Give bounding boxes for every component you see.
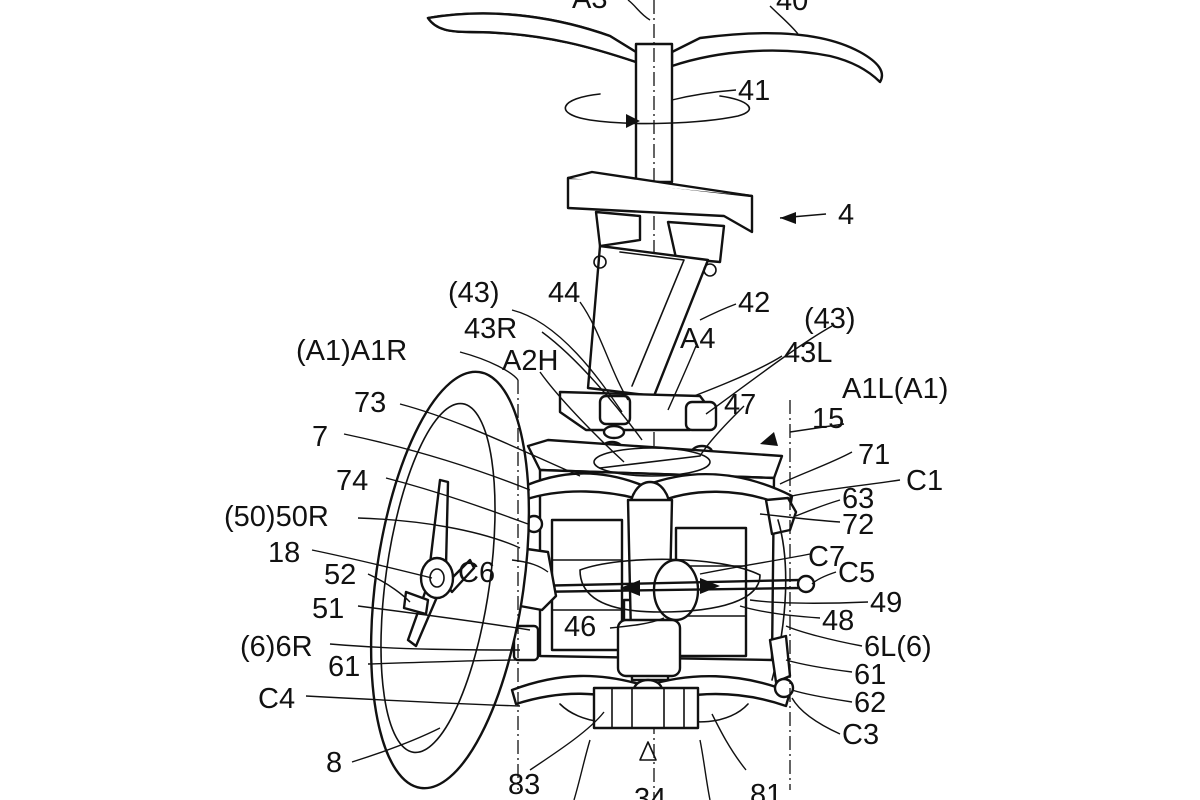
- label-71: 71: [858, 439, 890, 471]
- label-a2h: A2H: [502, 345, 558, 377]
- label-a1l-a1: A1L(A1): [842, 373, 948, 405]
- label-74: 74: [336, 465, 368, 497]
- label-44: 44: [548, 277, 580, 309]
- label-46: 46: [564, 611, 596, 643]
- label-61-left: 61: [328, 651, 360, 683]
- label-50-50r: (50)50R: [224, 501, 329, 533]
- label-81: 81: [750, 779, 782, 800]
- label-15: 15: [812, 403, 844, 435]
- steering-upper-mount: [568, 172, 752, 262]
- label-40: 40: [776, 0, 808, 17]
- label-72: 72: [842, 509, 874, 541]
- label-41: 41: [738, 75, 770, 107]
- label-43l: 43L: [784, 337, 832, 369]
- label-7: 7: [312, 421, 328, 453]
- label-73: 73: [354, 387, 386, 419]
- label-52: 52: [324, 559, 356, 591]
- label-47: 47: [724, 389, 756, 421]
- label-43-paren-upper: (43): [448, 277, 500, 309]
- label-c6: C6: [458, 557, 495, 589]
- label-c4: C4: [258, 683, 295, 715]
- lower-housing: [594, 688, 698, 760]
- label-8: 8: [326, 747, 342, 779]
- label-51: 51: [312, 593, 344, 625]
- front-wheel: [347, 362, 552, 799]
- label-42: 42: [738, 287, 770, 319]
- label-6-6r: (6)6R: [240, 631, 313, 663]
- label-18: 18: [268, 537, 300, 569]
- label-34: 34: [634, 783, 666, 800]
- label-c5: C5: [838, 557, 875, 589]
- label-a3: A3: [572, 0, 607, 15]
- label-49: 49: [870, 587, 902, 619]
- label-4: 4: [838, 199, 854, 231]
- label-83: 83: [508, 769, 540, 800]
- label-48: 48: [822, 605, 854, 637]
- label-a1-a1r: (A1)A1R: [296, 335, 407, 367]
- label-c1: C1: [906, 465, 943, 497]
- steering-column: [588, 246, 716, 396]
- label-c3: C3: [842, 719, 879, 751]
- label-62: 62: [854, 687, 886, 719]
- label-43-paren-right: (43): [804, 303, 856, 335]
- label-a4: A4: [680, 323, 715, 355]
- label-43r: 43R: [464, 313, 517, 345]
